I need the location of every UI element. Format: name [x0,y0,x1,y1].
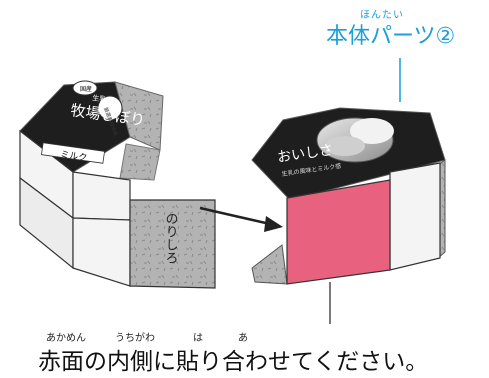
glue-label: のりしろ [163,212,178,264]
ruby-uchigawa: うちがわ [115,333,155,344]
ruby-akamen: あかめん [46,333,86,344]
page-title: 本体パーツ② [326,24,456,49]
red-face [286,179,391,285]
title-ruby: ほんたい [360,10,404,21]
glue-flap [129,199,216,289]
right-tagline: おいしさ [276,142,334,166]
left-part [19,80,216,289]
right-part [251,107,446,285]
brand-sub: 生乳 [92,93,107,104]
logo-label: 国産 [80,85,92,93]
instruction-text: 赤面の内側に貼り合わせてください。 [38,349,429,375]
ruby-a: あ [238,333,248,344]
arrow-right-icon [199,206,283,232]
flavor-label: ミルク [60,149,88,164]
ruby-ha: は [193,333,203,344]
right-white-panel [389,162,441,271]
